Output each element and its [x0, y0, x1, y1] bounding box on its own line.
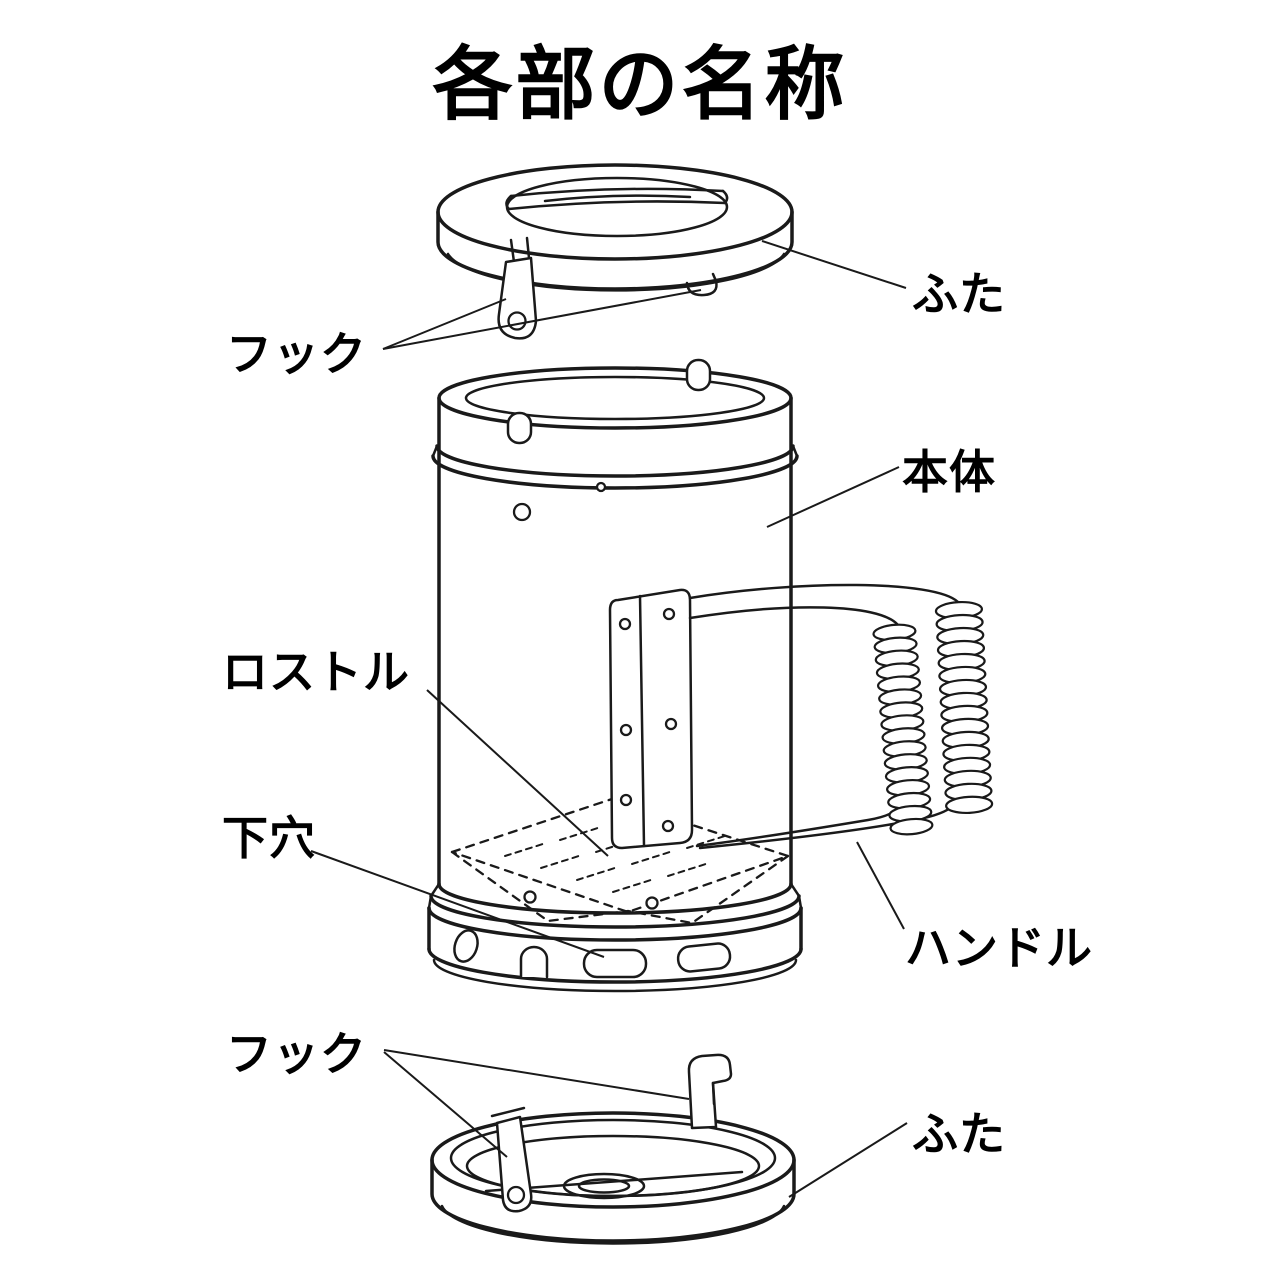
handle-plate [608, 588, 694, 850]
label-lid-bottom: ふた [912, 1108, 1006, 1160]
skirt-rivet [523, 890, 537, 904]
leader-hook-bottom-b [383, 1051, 508, 1158]
body-drawing [427, 358, 994, 993]
handle-coil-outer [934, 600, 994, 815]
pilot-hole-left [453, 929, 479, 963]
pilot-holes [453, 929, 732, 979]
lid-outline [436, 163, 794, 261]
leader-pilot-hole [310, 850, 605, 958]
bottom-lid-rolled-edge [440, 1204, 786, 1245]
pilot-hole-notch [519, 945, 549, 979]
bottom-lid-outline [430, 1111, 796, 1209]
top-lid-drawing [436, 163, 794, 340]
body-skirt [427, 882, 803, 993]
grate-legs [626, 854, 790, 925]
body-band [431, 444, 799, 490]
leader-lid-top [761, 240, 907, 289]
page-title: 各部の名称 [432, 40, 848, 129]
handle-coil-inner [872, 623, 934, 836]
lid-rolled-edge [446, 252, 786, 292]
leader-lines [310, 240, 908, 1198]
label-rostle: ロストル [222, 646, 410, 698]
label-lid-top: ふた [912, 268, 1006, 320]
rim-keyhole-slot [506, 411, 533, 445]
pilot-hole-center [582, 948, 648, 979]
label-body: 本体 [902, 446, 996, 498]
pilot-hole-right [676, 942, 732, 973]
bottom-hook-upright [687, 1053, 733, 1130]
label-pilot-hole: 下穴 [222, 812, 316, 864]
bottom-lid-hole-inner [577, 1178, 631, 1194]
leader-body [766, 466, 900, 528]
label-handle: ハンドル [905, 922, 1093, 974]
bottom-hook-strap [490, 1106, 533, 1213]
body-vent-hole [512, 502, 532, 522]
leader-handle [856, 841, 905, 930]
leader-hook-top-b [382, 289, 702, 350]
body-rim-inner [464, 375, 766, 421]
label-hook-bottom: フック [226, 1028, 367, 1080]
bottom-lid-floor [465, 1134, 761, 1198]
leader-hook-top-a [382, 298, 507, 350]
lid-bail-handle [505, 187, 729, 211]
bottom-lid-drawing [430, 1053, 796, 1245]
rim-tab [685, 358, 712, 392]
skirt-rivet [645, 896, 659, 910]
leader-hook-bottom-a [383, 1049, 690, 1100]
body-rim [437, 366, 793, 430]
label-hook-top: フック [226, 328, 367, 380]
leader-lid-bottom [788, 1122, 908, 1198]
leader-rostle [426, 689, 609, 857]
bottom-lid-hole [562, 1172, 646, 1200]
lid-hook-tab [685, 272, 718, 297]
body-rivet [595, 481, 607, 493]
